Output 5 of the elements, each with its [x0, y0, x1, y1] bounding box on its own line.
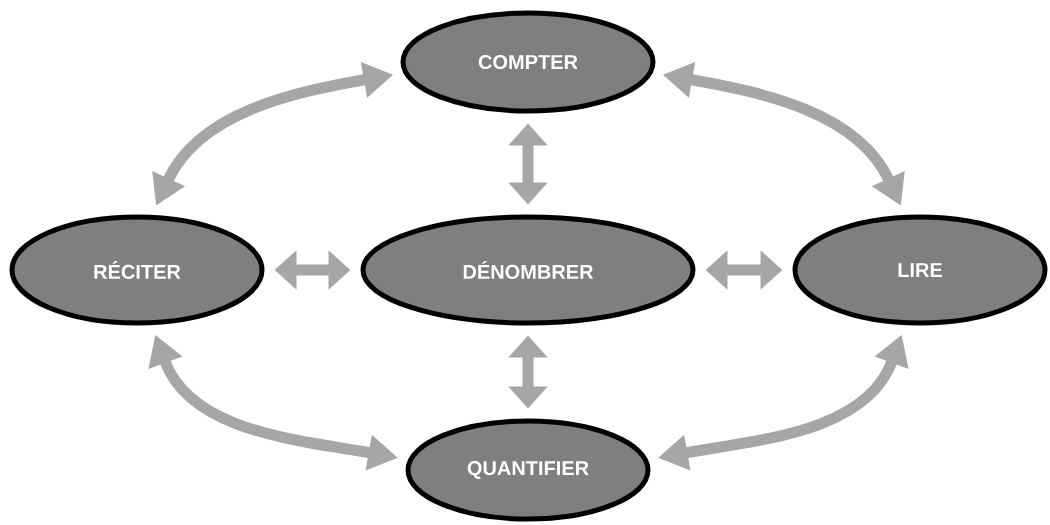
- ellipse-node: LIRE: [792, 214, 1048, 326]
- ellipse-node: RÉCITER: [9, 214, 265, 326]
- ellipse-node: COMPTER: [400, 10, 656, 114]
- ellipse-node: DÉNOMBRER: [360, 214, 696, 326]
- ellipse-node: QUANTIFIER: [405, 418, 651, 522]
